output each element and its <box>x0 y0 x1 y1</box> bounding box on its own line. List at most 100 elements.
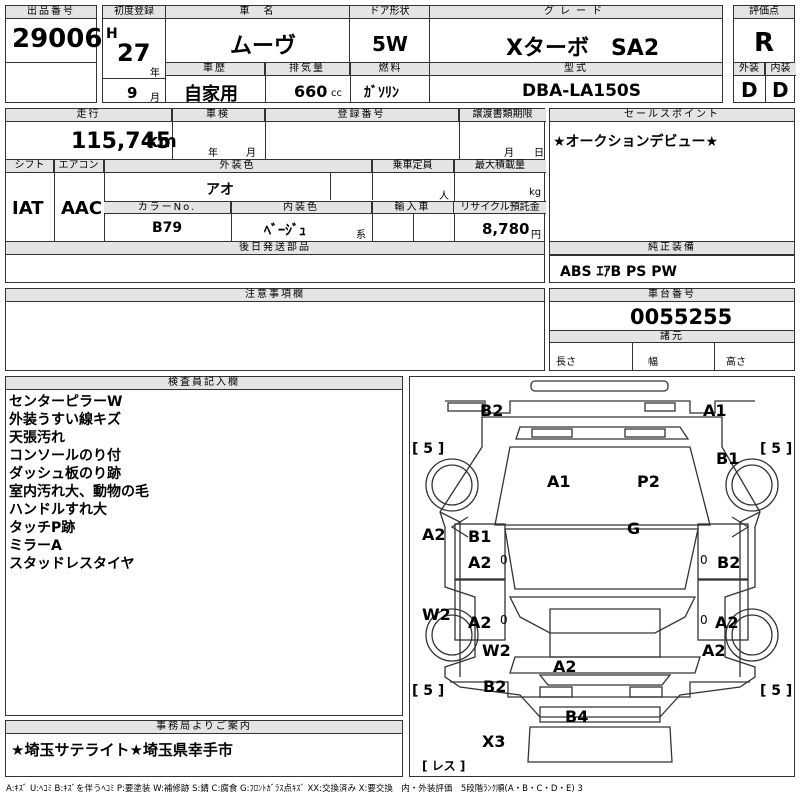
int-color: ﾍﾞｰｼﾞｭ <box>264 223 306 239</box>
dmg-a2-rrear: A2 <box>715 613 739 632</box>
color-no: B79 <box>152 220 183 236</box>
recycle-header: リサイクル預託金 <box>454 201 546 214</box>
dmg-b1-right: B1 <box>716 449 740 468</box>
door-box: ドア形状 5W <box>349 5 430 63</box>
later-parts-header: 後日発送部品 <box>6 242 544 255</box>
dmg-p2-hood: P2 <box>637 472 660 491</box>
inspector-note: 室内汚れ大、動物の毛 <box>9 484 149 500</box>
marker-zero-4: 0 <box>700 613 708 627</box>
cc-unit: cc <box>331 88 342 99</box>
mileage-section: 走行 車検 登録番号 譲渡書類期限 115,745 km 年 月 月 日 <box>5 108 546 160</box>
tire-front-left: [ 5 ] <box>412 441 445 457</box>
office-box: 事務局よりご案内 ★埼玉サテライト★埼玉県幸手市 <box>5 720 403 777</box>
first-registration-box: 初度登録 H 27 年 9 月 <box>102 5 166 104</box>
width-label: 幅 <box>648 357 658 368</box>
dmg-a1-hood: A1 <box>547 472 571 491</box>
insp-year-unit: 年 <box>208 148 218 159</box>
transfer-month-unit: 月 <box>504 148 514 159</box>
sales-point-box: セールスポイント ★オークションデビュー★ <box>549 108 795 256</box>
exterior-grade: D <box>741 78 758 102</box>
dmg-a2-left: A2 <box>422 525 446 544</box>
dmg-b1-ldoor: B1 <box>468 527 492 546</box>
displacement: 660 <box>294 82 328 101</box>
color-no-header: カラーNo. <box>104 201 231 214</box>
length-label: 長さ <box>556 357 576 368</box>
model-code: DBA-LA150S <box>522 81 641 101</box>
aircon-header: エアコン <box>54 160 104 173</box>
fuel: ｶﾞｿﾘﾝ <box>364 85 399 101</box>
car-name-box: 車 名 ムーヴ <box>165 5 350 63</box>
mileage: 115,745 <box>71 129 172 154</box>
transfer-day-unit: 日 <box>534 148 544 159</box>
inspection-header: 車検 <box>172 109 265 122</box>
kg-unit: kg <box>529 187 542 198</box>
spare-tire-none: [ レス ] <box>422 759 466 773</box>
shift-header: シフト <box>6 160 54 173</box>
inspector-note: コンソールのり付 <box>9 448 121 464</box>
fuel-header: 燃料 <box>350 63 431 76</box>
shift-section: シフト エアコン 外装色 乗車定員 最大積載量 IAT AAC アオ 人 kg … <box>5 159 546 242</box>
km-unit: km <box>146 131 177 152</box>
inspector-note: タッチP跡 <box>9 520 76 536</box>
shift: IAT <box>12 198 44 219</box>
yen-unit: 円 <box>531 230 541 241</box>
sales-point-header: セールスポイント <box>550 109 794 122</box>
grade: Xターボ SA2 <box>506 36 660 61</box>
insp-month-unit: 月 <box>246 148 256 159</box>
int-color-header: 内装色 <box>231 201 372 214</box>
import-header: 輸入車 <box>372 201 454 214</box>
year-unit: 年 <box>150 68 160 79</box>
genuine-equip-header: 純正装備 <box>550 242 794 255</box>
ext-color-header: 外装色 <box>104 160 372 173</box>
reg-month: 9 <box>127 84 138 102</box>
ext-int-box: 外装 内装 D D <box>733 62 796 103</box>
max-load-header: 最大積載量 <box>454 160 546 173</box>
reg-no-header: 登録番号 <box>265 109 459 122</box>
score: R <box>754 28 775 58</box>
dmg-w2-lqtr: W2 <box>482 641 511 660</box>
chassis-header: 車台番号 <box>550 289 794 302</box>
dmg-b2-front: B2 <box>480 401 504 420</box>
office-note: ★埼玉サテライト★埼玉県幸手市 <box>11 741 233 759</box>
dmg-w2-left: W2 <box>422 605 451 624</box>
office-header: 事務局よりご案内 <box>6 721 402 734</box>
dmg-a1-front: A1 <box>703 401 727 420</box>
kei-unit: 系 <box>356 230 366 241</box>
dmg-a2-rqtr: A2 <box>702 641 726 660</box>
sales-point: ★オークションデビュー★ <box>553 134 719 150</box>
first-registration-header: 初度登録 <box>103 6 165 19</box>
person-unit: 人 <box>439 191 449 202</box>
tire-front-right: [ 5 ] <box>760 441 793 457</box>
door-type: 5W <box>372 32 408 56</box>
era-label: H <box>106 26 118 42</box>
lot-number-box: 出品番号 29006 <box>5 5 102 63</box>
chassis-number: 0055255 <box>630 305 733 329</box>
score-header: 評価点 <box>734 6 794 19</box>
dmg-b2-lback: B2 <box>483 677 507 696</box>
car-name-header: 車 名 <box>166 6 349 19</box>
exterior-header: 外装 <box>734 63 765 76</box>
model-code-box: 型式 DBA-LA150S <box>429 62 723 103</box>
dmg-g-glass: G <box>627 519 641 538</box>
history-box: 車歴 排気量 燃料 自家用 660 cc ｶﾞｿﾘﾝ <box>165 62 431 105</box>
height-label: 高さ <box>726 357 746 368</box>
dmg-b2-rdoor: B2 <box>717 553 741 572</box>
capacity-header: 乗車定員 <box>372 160 454 173</box>
notes-box: 注意事項欄 <box>5 288 545 371</box>
genuine-equip-box: 純正装備 ABS ｴｱB PS PW <box>549 241 795 283</box>
marker-zero-3: 0 <box>500 613 508 627</box>
inspector-header: 検査員記入欄 <box>6 377 402 390</box>
specs-header: 諸元 <box>550 330 794 343</box>
inspector-note: 外装うすい線キズ <box>9 412 121 428</box>
marker-zero-1: 0 <box>500 553 508 567</box>
mileage-header: 走行 <box>6 109 172 122</box>
dmg-b4-bumper: B4 <box>565 707 589 726</box>
inspector-note: センターピラーW <box>9 394 123 410</box>
interior-grade: D <box>772 78 789 102</box>
genuine-equip: ABS ｴｱB PS PW <box>560 264 677 280</box>
history-header: 車歴 <box>166 63 265 76</box>
inspector-note: 天張汚れ <box>9 430 65 446</box>
inspector-note: ハンドルすれ大 <box>9 502 107 518</box>
lot-number-lower <box>5 62 97 103</box>
marker-zero-2: 0 <box>700 553 708 567</box>
